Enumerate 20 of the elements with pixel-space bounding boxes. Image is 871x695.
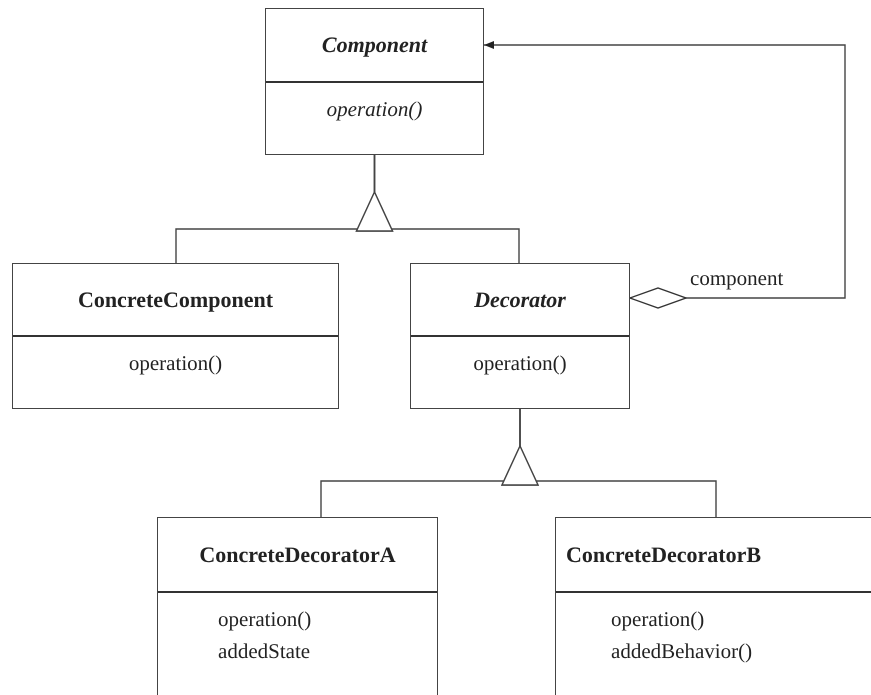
class-name: ConcreteComponent (78, 286, 274, 312)
class-box (157, 517, 438, 695)
class-box (265, 8, 484, 155)
inheritance-arrow (501, 408, 717, 517)
member-text: operation() (473, 351, 567, 375)
aggregation-arrow (484, 41, 846, 309)
member-text: addedState (218, 639, 310, 663)
member-text: operation() (611, 607, 704, 631)
class-box (410, 263, 630, 409)
class-name: ConcreteDecoratorB (566, 542, 762, 568)
member-text: operation() (128, 351, 222, 375)
member-text: operation() (326, 97, 422, 121)
inheritance-arrow (356, 154, 520, 263)
class-name: Component (322, 32, 428, 58)
class-name: ConcreteDecoratorA (199, 542, 396, 568)
class-box (12, 263, 339, 409)
class-name: Decorator (474, 286, 566, 312)
member-text: operation() (218, 607, 312, 631)
class-box (555, 517, 871, 695)
member-text: addedBehavior() (611, 639, 752, 663)
